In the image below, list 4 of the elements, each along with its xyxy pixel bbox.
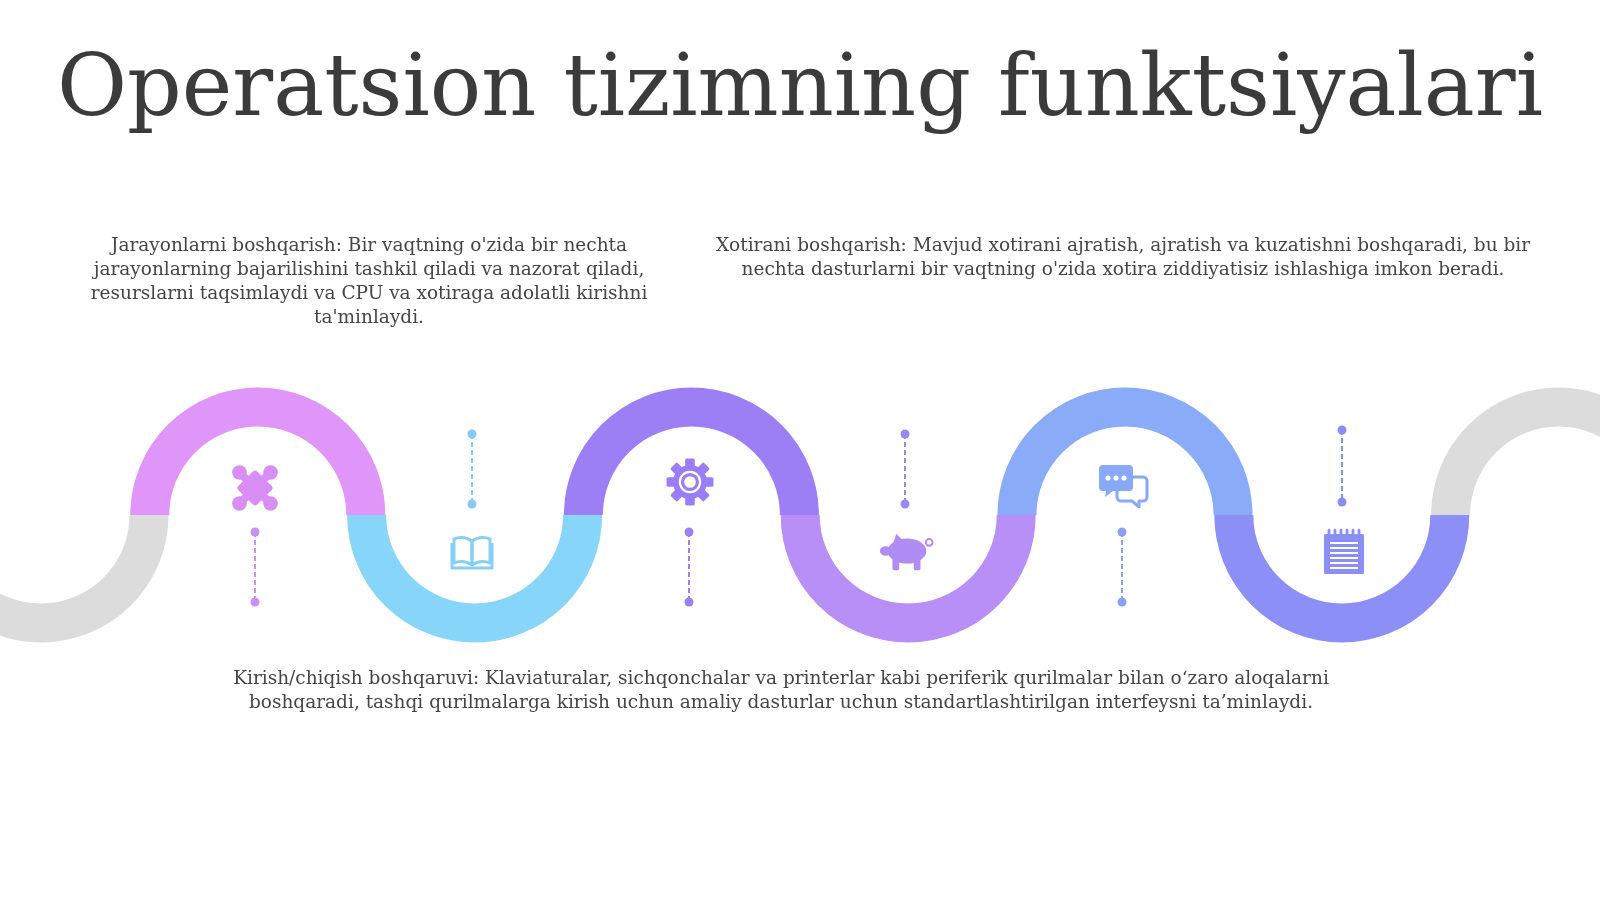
description-text: Xotirani boshqarish: Mavjud xotirani ajratish, ajratish va kuzatishni boshqaradi, bu bir nechta dasturlarni bir vaqtning o'zida xotira ziddiyatisiz ishlashiga imkon beradi. (714, 233, 1532, 281)
title: Operatsion tizimning funktsiyalari (56, 37, 1544, 136)
description-text: Jarayonlarni boshqarish: Bir vaqtning o'zida bir nechta jarayonlarning bajarilishini tashkil qiladi va nazorat qiladi, resurslarni taqsimlaydi va CPU va xotiraga adolatli kirishni ta'minlaydi. (89, 233, 649, 329)
description-text: Kirish/chiqish boshqaruvi: Klaviaturalar, sichqonchalar va printerlar kabi periferik qurilmalar bilan o‘zaro aloqalarni boshqaradi, tashqi qurilmalarga kirish uchun amaliy dasturlar uchun standartlashtirilgan interfeysni ta’minlaydi. (232, 666, 1330, 714)
